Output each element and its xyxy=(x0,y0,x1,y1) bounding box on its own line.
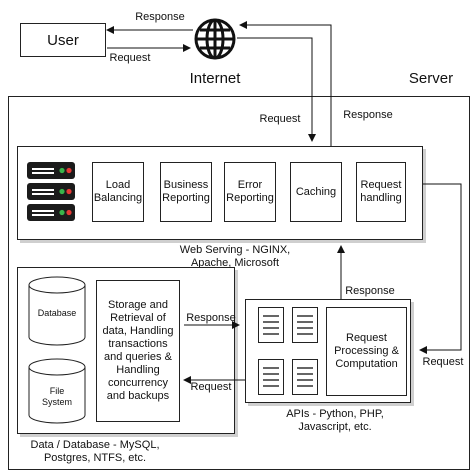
document-icon-3 xyxy=(258,359,284,395)
document-icon-2 xyxy=(292,307,318,343)
database-cylinder-label: Database xyxy=(37,308,77,318)
module-request-handling: Request handling xyxy=(356,162,406,222)
label-api-response: Response xyxy=(345,285,395,297)
label-db-request: Request xyxy=(190,381,232,393)
web-serving-panel xyxy=(17,146,423,240)
user-label: User xyxy=(47,31,79,49)
server-rack-icon xyxy=(27,162,75,221)
module-caching: Caching xyxy=(290,162,342,222)
arrow-web-to-api xyxy=(419,183,462,354)
label-db-response: Response xyxy=(186,312,236,324)
database-caption: Data / Database - MySQL, Postgres, NTFS,… xyxy=(30,439,160,464)
user-box: User xyxy=(20,23,106,57)
server-label: Server xyxy=(408,70,454,87)
internet-label: Internet xyxy=(189,70,241,87)
arrow-internet-to-web xyxy=(237,37,316,142)
apis-caption: APIs - Python, PHP, Javascript, etc. xyxy=(286,408,384,433)
request-processing-box: Request Processing & Computation xyxy=(326,307,407,396)
file-system-cylinder-label: File System xyxy=(41,386,72,407)
globe-icon xyxy=(194,18,236,60)
database-cylinder-icon xyxy=(28,276,86,346)
label-right-request: Request xyxy=(422,356,464,368)
module-error-reporting: Error Reporting xyxy=(224,162,276,222)
web-serving-caption: Web Serving - NGINX, Apache, Microsoft xyxy=(179,244,291,269)
module-load-balancing: Load Balancing xyxy=(92,162,144,222)
database-description: Storage and Retrieval of data, Handling … xyxy=(96,280,180,422)
module-business-reporting: Business Reporting xyxy=(160,162,212,222)
arrow-web-to-internet xyxy=(239,21,332,146)
label-web-request: Request xyxy=(259,113,301,125)
document-icon-4 xyxy=(292,359,318,395)
label-user-response: Response xyxy=(135,11,185,23)
label-web-response: Response xyxy=(343,109,393,121)
label-user-request: Request xyxy=(109,52,151,64)
document-icon-1 xyxy=(258,307,284,343)
file-system-cylinder-icon xyxy=(28,358,86,424)
